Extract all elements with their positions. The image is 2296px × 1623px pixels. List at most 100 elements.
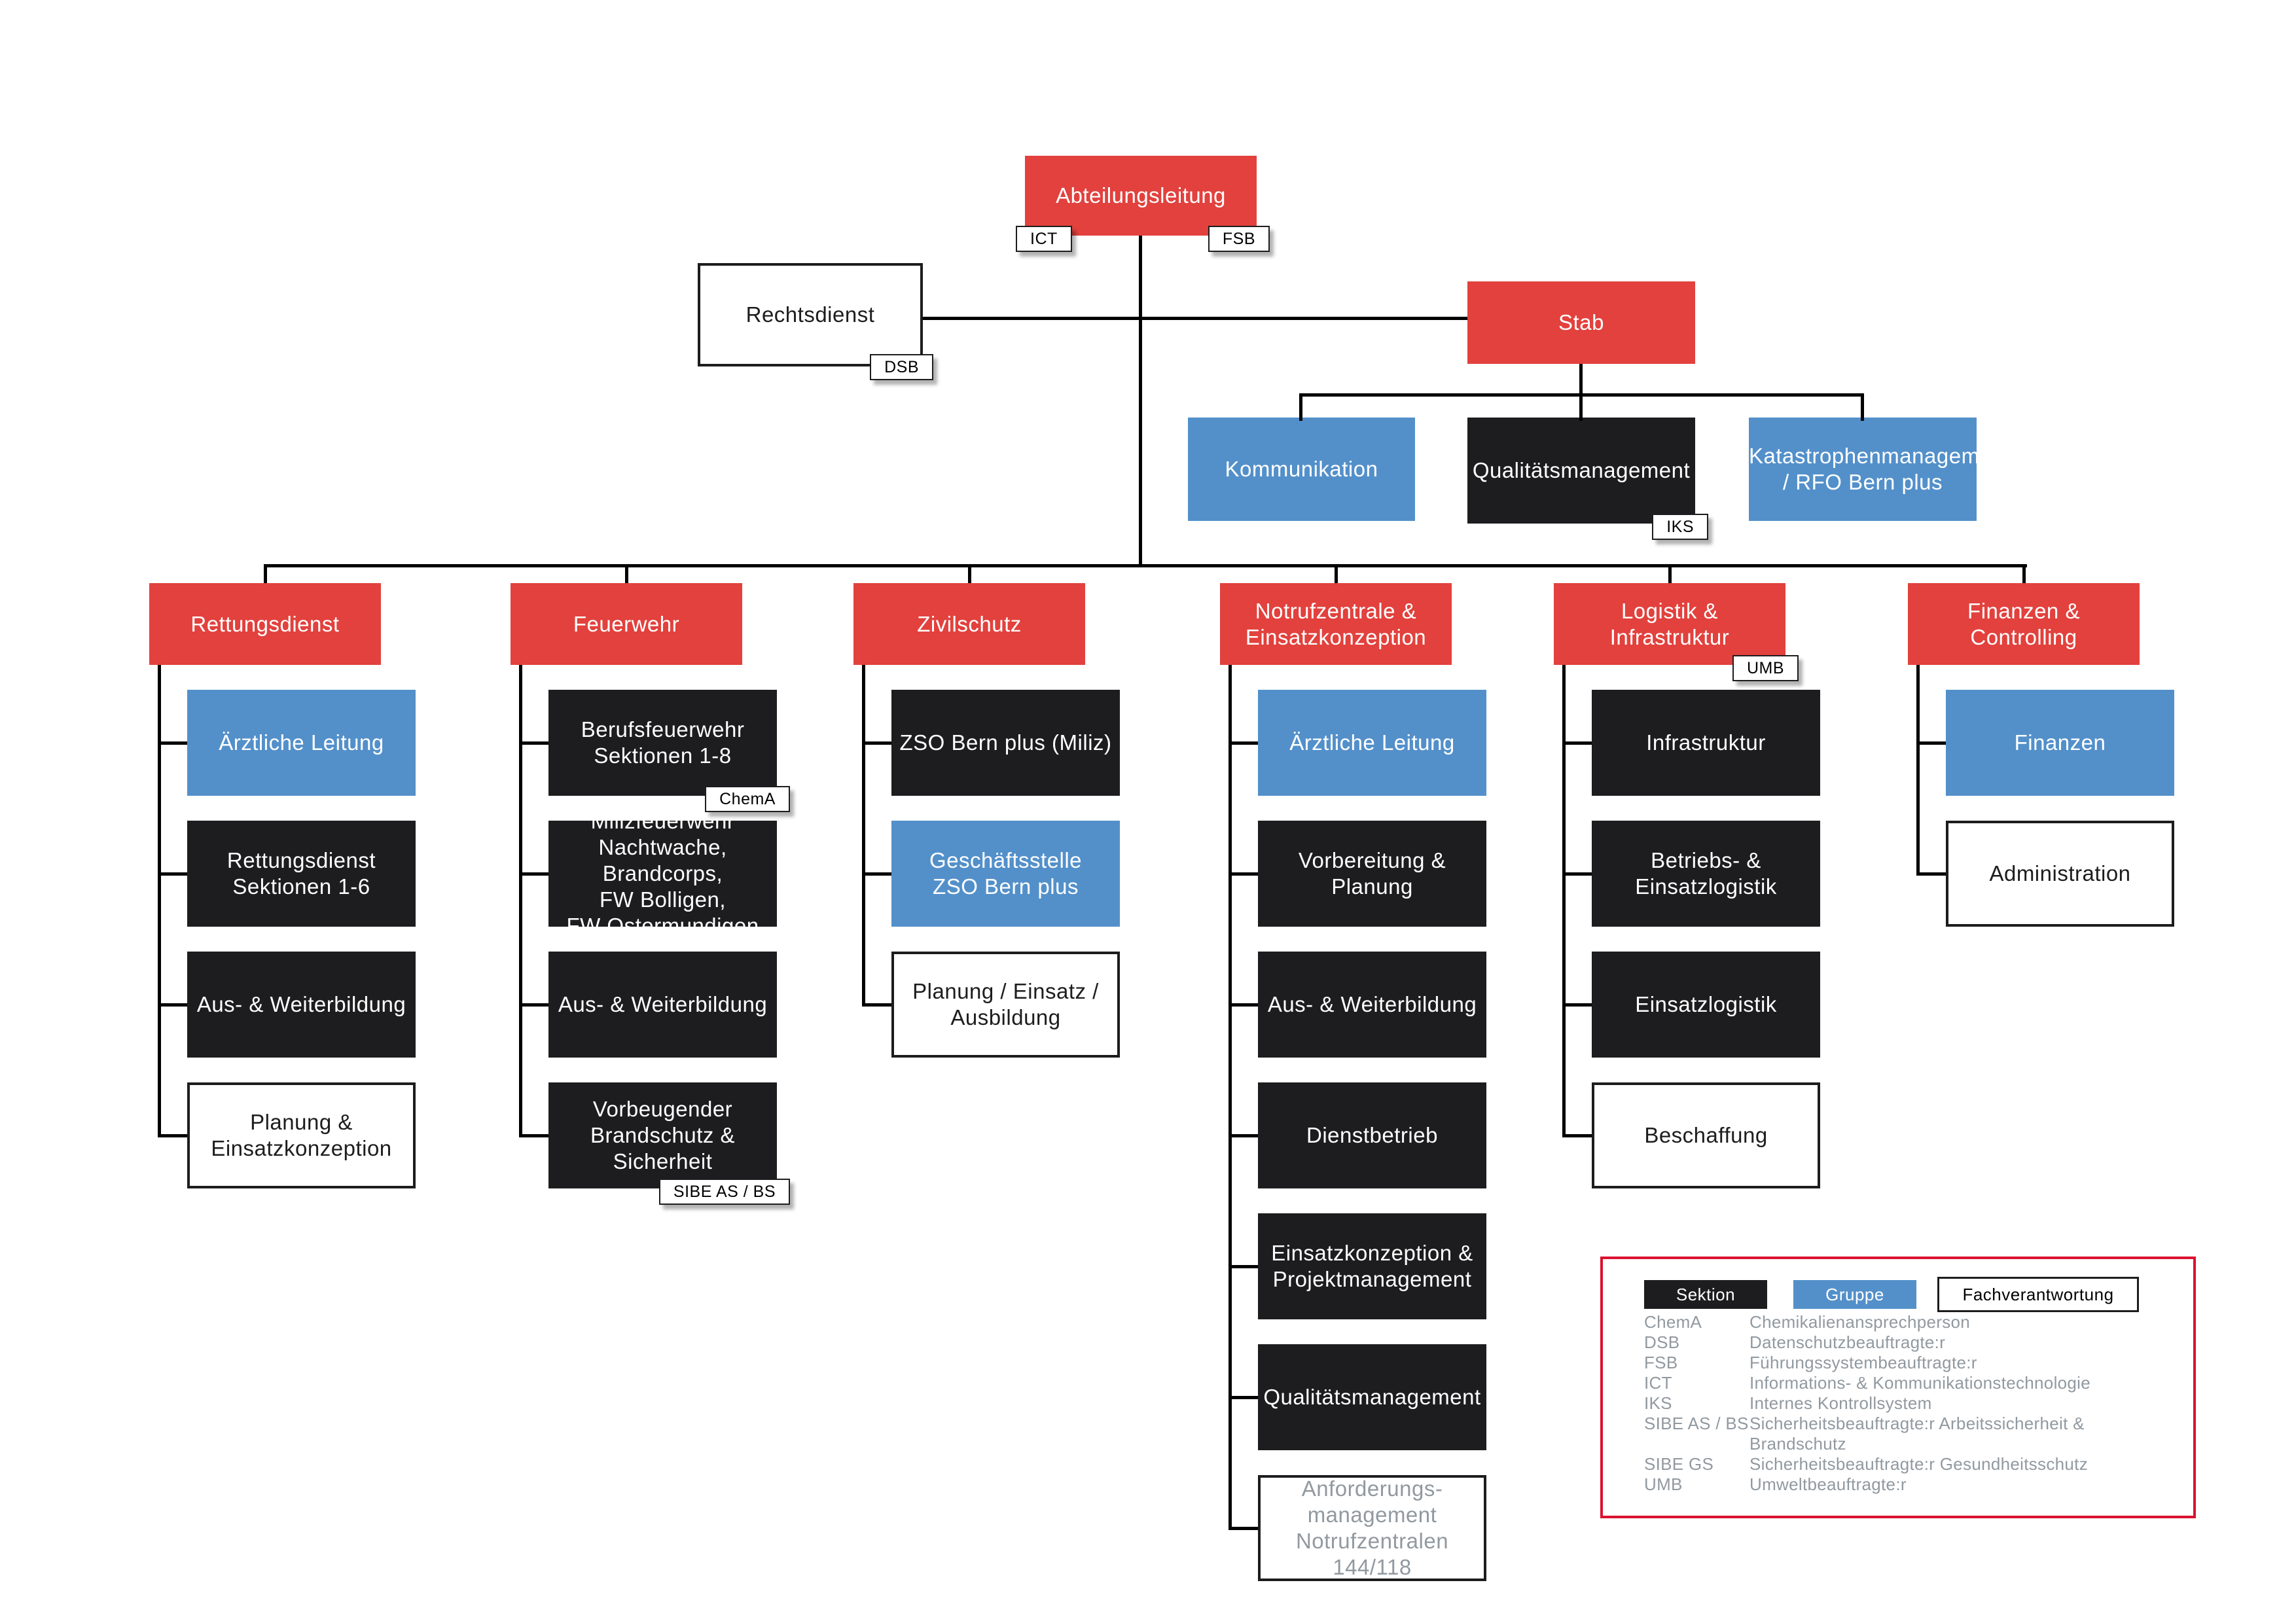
connector-line <box>1301 393 1864 397</box>
org-node-label: Infrastruktur <box>1646 730 1766 755</box>
org-node-label: Kommunikation <box>1225 457 1378 481</box>
legend-row: ChemA Chemikalienansprechperson <box>1644 1312 2174 1332</box>
org-node-label: Notrufzentrale & Einsatzkonzeption <box>1245 598 1427 649</box>
legend-sample-gruppe: Gruppe <box>1793 1280 1916 1309</box>
org-node-qualitatsmanagement: Qualitätsmanagement <box>1258 1344 1486 1450</box>
connector-line <box>1916 872 1946 876</box>
tag-iks: IKS <box>1652 514 1708 540</box>
org-node-aus-weiterbildung: Aus- & Weiterbildung <box>187 952 416 1058</box>
org-node-label: Planung / Einsatz / Ausbildung <box>912 979 1099 1029</box>
connector-line <box>1562 1003 1592 1007</box>
legend-definition: Informations- & Kommunikationstechnologi… <box>1749 1373 2091 1393</box>
connector-line <box>1916 665 1920 874</box>
legend-sample-sektion: Sektion <box>1644 1280 1767 1309</box>
org-node-label: ZSO Bern plus (Miliz) <box>899 730 1112 755</box>
connector-line <box>1229 741 1258 745</box>
org-node-vorbereitung-planung: Vorbereitung & Planung <box>1258 821 1486 927</box>
connector-line <box>264 564 267 583</box>
legend-abbr: IKS <box>1644 1393 1672 1413</box>
connector-line <box>158 741 187 745</box>
legend-row: SIBE GS Sicherheitsbeauftragte:r Gesundhe… <box>1644 1454 2174 1474</box>
legend-abbr: ChemA <box>1644 1312 1702 1332</box>
legend-definition: Sicherheitsbeauftragte:r Arbeitssicherhe… <box>1749 1414 2085 1454</box>
connector-line <box>1139 236 1142 564</box>
connector-line <box>519 872 548 876</box>
connector-line <box>625 564 628 583</box>
connector-line <box>1229 1134 1258 1137</box>
legend-abbr: DSB <box>1644 1332 1680 1352</box>
legend-row: DSB Datenschutzbeauftragte:r <box>1644 1332 2174 1353</box>
org-node-einsatzkonzeption-projektmanagement: Einsatzkonzeption & Projektmanagement <box>1258 1213 1486 1319</box>
connector-line <box>1668 564 1672 583</box>
org-node-label: Dienstbetrieb <box>1306 1123 1438 1147</box>
org-node-label: Aus- & Weiterbildung <box>1267 992 1477 1016</box>
org-node-aus-weiterbildung: Aus- & Weiterbildung <box>548 952 777 1058</box>
connector-line <box>2022 564 2026 583</box>
org-node-label: Qualitätsmanagement <box>1263 1385 1481 1409</box>
org-node-label: Ärztliche Leitung <box>219 730 384 755</box>
org-node-betriebs-einsatzlogistik: Betriebs- & Einsatzlogistik <box>1592 821 1820 927</box>
legend-definition: Führungssystembeauftragte:r <box>1749 1353 1977 1372</box>
org-node-finanzen: Finanzen <box>1946 690 2174 796</box>
connector-line <box>923 317 1467 320</box>
org-node-label: Planung & Einsatzkonzeption <box>211 1110 392 1160</box>
connector-line <box>1229 872 1258 876</box>
connector-line <box>1229 1527 1258 1530</box>
connector-line <box>519 741 548 745</box>
connector-line <box>1335 564 1338 583</box>
connector-line <box>1562 872 1592 876</box>
tag-chema: ChemA <box>705 786 790 812</box>
org-node-label: Rettungsdienst Sektionen 1-6 <box>226 848 376 899</box>
org-node-zso-bern-plus-miliz: ZSO Bern plus (Miliz) <box>891 690 1120 796</box>
legend-abbr: SIBE AS / BS <box>1644 1414 1749 1433</box>
connector-line <box>1562 741 1592 745</box>
legend-abbr: UMB <box>1644 1474 1683 1494</box>
connector-line <box>519 1003 548 1007</box>
org-node-label: Stab <box>1558 310 1604 334</box>
org-node-label: Anforderungs- management Notrufzentralen… <box>1295 1476 1449 1579</box>
org-node-label: Abteilungsleitung <box>1056 183 1226 207</box>
org-node-rettungsdienst: Rettungsdienst <box>149 583 381 665</box>
org-node-anforderungs-management-notrufzentralen-144-118: Anforderungs- management Notrufzentralen… <box>1258 1475 1486 1581</box>
org-node-zivilschutz: Zivilschutz <box>853 583 1085 665</box>
org-node-notrufzentrale-einsatzkonzeption: Notrufzentrale & Einsatzkonzeption <box>1220 583 1452 665</box>
org-node-stab: Stab <box>1467 281 1695 364</box>
connector-line <box>158 1134 187 1137</box>
org-node-label: Administration <box>1989 861 2131 885</box>
org-node-label: Finanzen & Controlling <box>1967 598 2080 649</box>
connector-line <box>1229 665 1232 1528</box>
tag-ict: ICT <box>1016 226 1072 252</box>
org-node-label: Vorbeugender Brandschutz & Sicherheit <box>590 1097 736 1173</box>
org-node-label: Berufsfeuerwehr Sektionen 1-8 <box>581 717 745 768</box>
org-node-einsatzlogistik: Einsatzlogistik <box>1592 952 1820 1058</box>
connector-line <box>1562 1134 1592 1137</box>
org-node-label: Finanzen <box>2014 730 2106 755</box>
connector-line <box>862 665 865 1005</box>
org-node-label: Aus- & Weiterbildung <box>558 992 768 1016</box>
connector-line <box>1229 1003 1258 1007</box>
legend-abbr: SIBE GS <box>1644 1454 1714 1474</box>
tag-sibe-as-bs: SIBE AS / BS <box>658 1179 790 1205</box>
org-node-label: Aus- & Weiterbildung <box>196 992 406 1016</box>
org-node-beschaffung: Beschaffung <box>1592 1082 1820 1188</box>
legend-definition: Chemikalienansprechperson <box>1749 1312 1971 1332</box>
legend-definition: Datenschutzbeauftragte:r <box>1749 1332 1946 1352</box>
connector-line <box>1916 741 1946 745</box>
org-node-kommunikation: Kommunikation <box>1188 418 1415 521</box>
org-node-label: Beschaffung <box>1644 1123 1768 1147</box>
org-node-rettungsdienst-sektionen-1-6: Rettungsdienst Sektionen 1-6 <box>187 821 416 927</box>
org-node-label: Einsatzkonzeption & Projektmanagement <box>1271 1241 1473 1291</box>
org-node-infrastruktur: Infrastruktur <box>1592 690 1820 796</box>
legend-definition: Sicherheitsbeauftragte:r Gesundheitsschu… <box>1749 1454 2088 1474</box>
tag-umb: UMB <box>1732 655 1799 681</box>
org-node-planung-einsatzkonzeption: Planung & Einsatzkonzeption <box>187 1082 416 1188</box>
connector-line <box>1229 1396 1258 1399</box>
org-node-label: Ärztliche Leitung <box>1289 730 1455 755</box>
org-node-label: Milizfeuerwehr Nachtwache, Brandcorps, F… <box>566 809 759 938</box>
